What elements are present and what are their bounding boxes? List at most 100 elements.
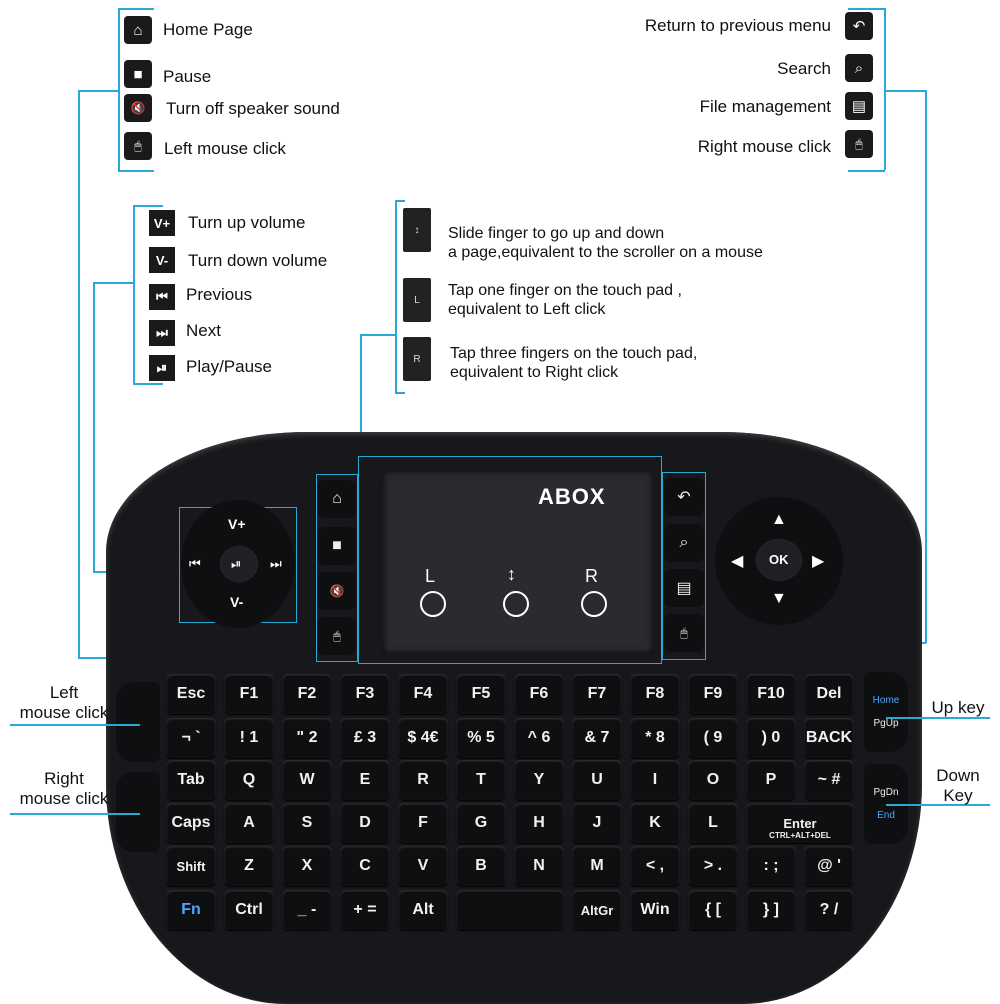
key-4-11[interactable]: @ ' — [804, 846, 854, 886]
key-5-1[interactable]: Ctrl — [224, 890, 274, 930]
key-1-8[interactable]: * 8 — [630, 718, 680, 758]
home-pgup-key[interactable]: Home PgUp — [864, 672, 908, 752]
key-3-5[interactable]: G — [456, 803, 506, 843]
left-arrow-button[interactable]: ◀ — [731, 553, 744, 570]
key-label: K — [649, 814, 661, 831]
key-5-4[interactable]: Alt — [398, 890, 448, 930]
up-arrow-button[interactable]: ▲ — [771, 511, 787, 528]
search-button[interactable]: ⌕ — [664, 524, 704, 562]
callout-line — [10, 813, 140, 815]
key-0-10[interactable]: F10 — [746, 674, 796, 714]
key-0-1[interactable]: F1 — [224, 674, 274, 714]
key-5-10[interactable]: ? / — [804, 890, 854, 930]
previous-button[interactable]: ⏮ — [189, 556, 201, 571]
key-0-6[interactable]: F6 — [514, 674, 564, 714]
left-click-side-key[interactable] — [116, 682, 160, 762]
key-label: J — [592, 814, 602, 831]
key-2-5[interactable]: T — [456, 760, 506, 800]
volume-down-button[interactable]: V- — [230, 594, 244, 610]
key-3-2[interactable]: S — [282, 803, 332, 843]
key-0-7[interactable]: F7 — [572, 674, 622, 714]
ok-button[interactable] — [757, 540, 801, 580]
key-1-6[interactable]: ^ 6 — [514, 718, 564, 758]
key-4-4[interactable]: V — [398, 846, 448, 886]
key-2-7[interactable]: U — [572, 760, 622, 800]
key-2-9[interactable]: O — [688, 760, 738, 800]
next-button[interactable]: ⏭ — [270, 556, 282, 571]
key-3-3[interactable]: D — [340, 803, 390, 843]
key-4-5[interactable]: B — [456, 846, 506, 886]
key-label: F7 — [587, 685, 607, 702]
key-3-0[interactable]: Caps — [166, 803, 216, 843]
key-1-3[interactable]: £ 3 — [340, 718, 390, 758]
right-click-button[interactable]: 🖱 — [664, 614, 704, 652]
key-1-5[interactable]: % 5 — [456, 718, 506, 758]
pause-button[interactable]: ■ — [318, 527, 356, 565]
key-3-1[interactable]: A — [224, 803, 274, 843]
home-button[interactable]: ⌂ — [318, 480, 356, 518]
key-label: V — [417, 857, 429, 874]
key-1-0[interactable]: ¬ ` — [166, 718, 216, 758]
key-1-9[interactable]: ( 9 — [688, 718, 738, 758]
key-2-1[interactable]: Q — [224, 760, 274, 800]
key-2-3[interactable]: E — [340, 760, 390, 800]
key-4-2[interactable]: X — [282, 846, 332, 886]
mute-button[interactable]: 🔇 — [318, 572, 356, 610]
key-5-7[interactable]: Win — [630, 890, 680, 930]
key-2-4[interactable]: R — [398, 760, 448, 800]
key-1-1[interactable]: ! 1 — [224, 718, 274, 758]
key-1-2[interactable]: " 2 — [282, 718, 332, 758]
key-0-9[interactable]: F9 — [688, 674, 738, 714]
key-4-10[interactable]: : ; — [746, 846, 796, 886]
key-4-3[interactable]: C — [340, 846, 390, 886]
key-3-4[interactable]: F — [398, 803, 448, 843]
key-1-11[interactable]: BACK — [804, 718, 854, 758]
key-4-1[interactable]: Z — [224, 846, 274, 886]
key-label: C — [359, 857, 371, 874]
key-4-7[interactable]: M — [572, 846, 622, 886]
callout-label: Next — [186, 321, 221, 340]
key-1-4[interactable]: $ 4€ — [398, 718, 448, 758]
key-2-10[interactable]: P — [746, 760, 796, 800]
key-3-8[interactable]: K — [630, 803, 680, 843]
key-0-0[interactable]: Esc — [166, 674, 216, 714]
back-button[interactable]: ↶ — [664, 478, 704, 516]
key-label: ~ # — [817, 771, 841, 788]
key-2-2[interactable]: W — [282, 760, 332, 800]
file-button[interactable]: ▤ — [664, 569, 704, 607]
key-5-6[interactable]: AltGr — [572, 890, 622, 930]
key-3-7[interactable]: J — [572, 803, 622, 843]
down-arrow-button[interactable]: ▼ — [771, 590, 787, 607]
key-0-11[interactable]: Del — [804, 674, 854, 714]
key-5-5[interactable] — [456, 890, 564, 930]
key-3-9[interactable]: L — [688, 803, 738, 843]
volume-up-button[interactable]: V+ — [228, 516, 246, 532]
key-4-9[interactable]: > . — [688, 846, 738, 886]
key-4-0[interactable]: Shift — [166, 846, 216, 886]
key-2-6[interactable]: Y — [514, 760, 564, 800]
key-2-8[interactable]: I — [630, 760, 680, 800]
key-0-2[interactable]: F2 — [282, 674, 332, 714]
right-click-side-key[interactable] — [116, 772, 160, 852]
key-2-0[interactable]: Tab — [166, 760, 216, 800]
play-pause-button[interactable] — [221, 547, 257, 581]
key-5-3[interactable]: + = — [340, 890, 390, 930]
key-3-6[interactable]: H — [514, 803, 564, 843]
key-5-9[interactable]: } ] — [746, 890, 796, 930]
touch-pad[interactable] — [382, 470, 654, 654]
key-1-7[interactable]: & 7 — [572, 718, 622, 758]
right-arrow-button[interactable]: ▶ — [812, 553, 825, 570]
key-0-5[interactable]: F5 — [456, 674, 506, 714]
key-5-8[interactable]: { [ — [688, 890, 738, 930]
key-0-4[interactable]: F4 — [398, 674, 448, 714]
key-2-11[interactable]: ~ # — [804, 760, 854, 800]
key-4-6[interactable]: N — [514, 846, 564, 886]
left-click-button[interactable]: 🖱 — [318, 617, 356, 655]
key-5-2[interactable]: _ - — [282, 890, 332, 930]
key-4-8[interactable]: < , — [630, 846, 680, 886]
key-5-0[interactable]: Fn — [166, 890, 216, 930]
key-0-8[interactable]: F8 — [630, 674, 680, 714]
key-0-3[interactable]: F3 — [340, 674, 390, 714]
key-1-10[interactable]: ) 0 — [746, 718, 796, 758]
